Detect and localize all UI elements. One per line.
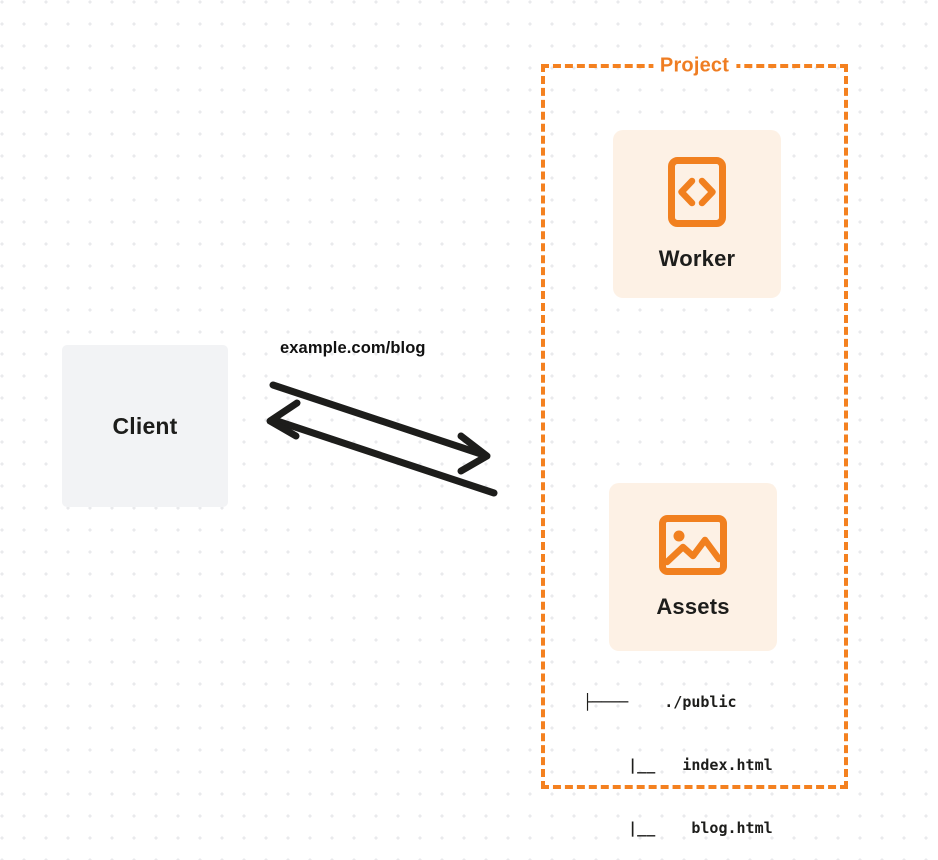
image-icon [659, 514, 727, 580]
client-label: Client [112, 412, 178, 439]
file-tree-row: |__ blog.html [583, 819, 773, 837]
worker-label: Worker [658, 245, 736, 271]
project-title: Project [652, 54, 737, 78]
assets-label: Assets [656, 593, 730, 619]
client-node: Client [62, 345, 228, 507]
file-tree-row: |__ index.html [583, 756, 773, 774]
project-boundary: Project [541, 54, 848, 789]
code-brackets-icon [668, 156, 726, 232]
connection-url-label: example.com/blog [280, 339, 426, 357]
file-tree-row: ├──── ./public [583, 693, 737, 711]
worker-card[interactable]: Worker [613, 130, 781, 298]
assets-file-tree: ├──── ./public |__ index.html |__ blog.h… [583, 650, 773, 860]
request-arrow [269, 381, 491, 475]
response-arrow [266, 399, 498, 497]
assets-card[interactable]: Assets [609, 483, 777, 651]
